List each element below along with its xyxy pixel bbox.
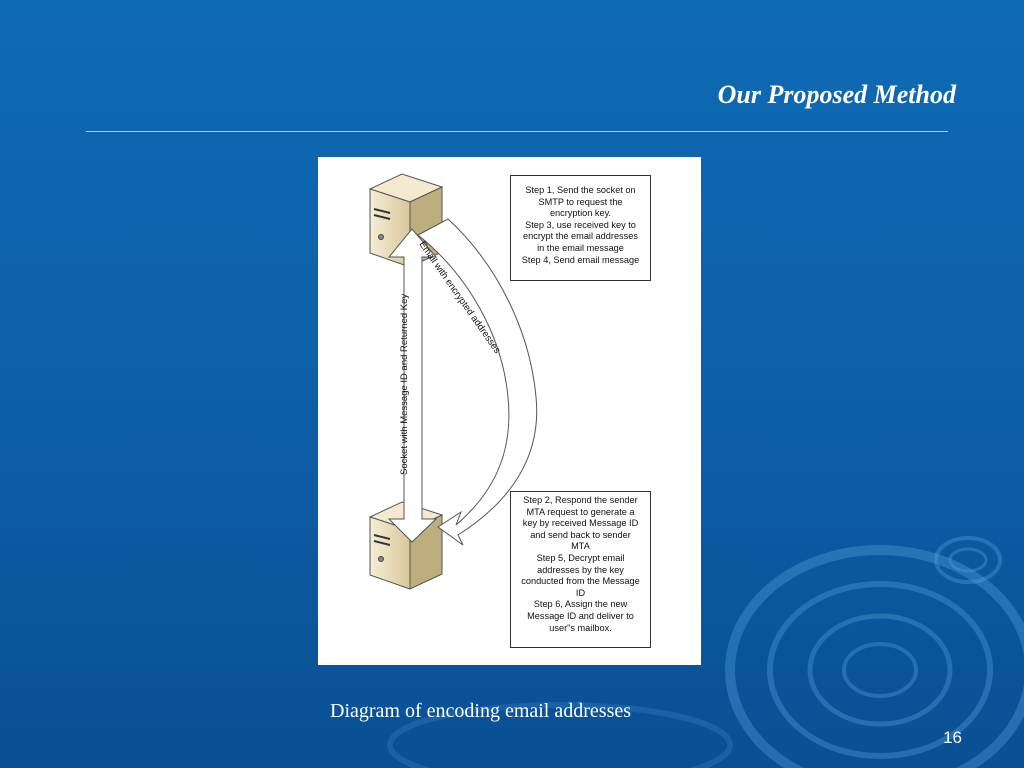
step-line: Step 6, Assign the new — [533, 599, 628, 610]
step-line: MTA request to generate a — [526, 506, 635, 517]
step-line: encrypt the email addresses — [523, 231, 638, 242]
slide-title: Our Proposed Method — [717, 80, 956, 109]
email-curved-arrow-icon — [417, 218, 538, 546]
step-line: Step 5, Decrypt email — [536, 552, 625, 563]
page-number: 16 — [943, 728, 962, 747]
step-line: conducted from the Message — [521, 576, 640, 587]
step-line: encryption key. — [549, 208, 612, 219]
step-line: Step 2, Respond the sender — [523, 495, 638, 505]
title-divider — [86, 131, 948, 132]
step-line: addresses by the key — [537, 564, 624, 575]
diagram-caption: Diagram of encoding email addresses — [330, 700, 632, 722]
step-line: and send back to sender — [530, 529, 631, 540]
step-line: SMTP to request the — [538, 196, 623, 207]
step-line: Step 3, use received key to — [525, 219, 636, 230]
step-line: in the email message — [537, 242, 624, 253]
step-line: Step 1, Send the socket on — [525, 185, 636, 195]
diagram-canvas: Socket with Message ID and Returned Key … — [368, 173, 538, 590]
step-line: ID — [575, 587, 586, 598]
step-line: Message ID and deliver to — [527, 610, 634, 621]
socket-arrow-label: Socket with Message ID and Returned Key — [399, 294, 410, 475]
step-line: Step 4, Send email message — [521, 254, 640, 265]
step-line: user"s mailbox. — [549, 622, 612, 633]
socket-arrow-icon — [387, 228, 438, 543]
step-line: MTA — [571, 541, 590, 552]
step-line: key by received Message ID — [522, 518, 639, 529]
diagram-figure: Socket with Message ID and Returned Key … — [318, 157, 701, 665]
